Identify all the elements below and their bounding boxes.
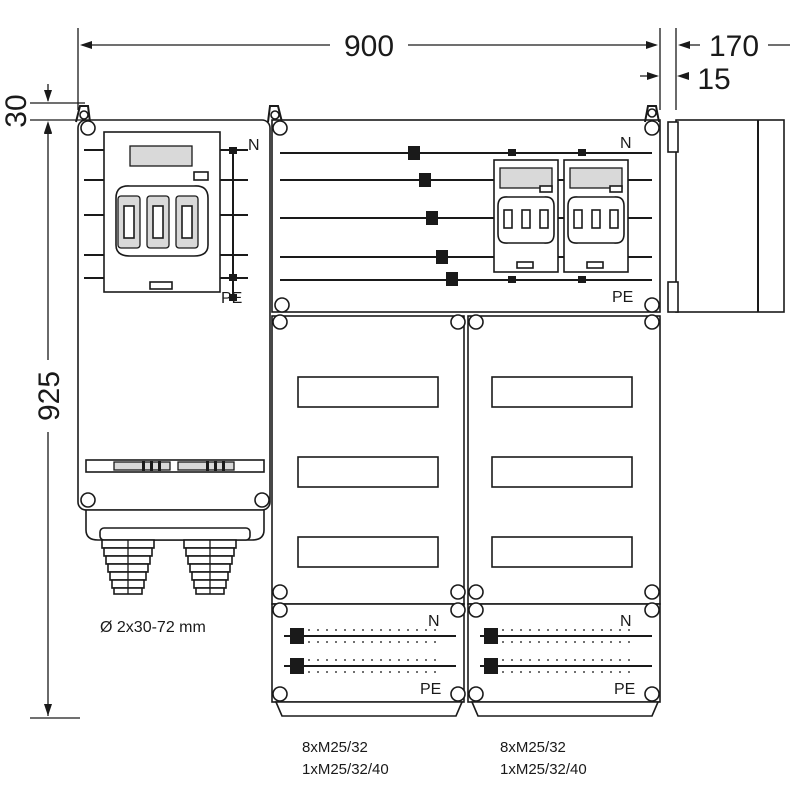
terminal-left-pe-label: PE [420,681,441,698]
top-neutral-label: N [620,135,632,152]
depth-dimension-label: 170 [709,30,759,63]
fuse-holder-1 [493,159,559,273]
main-fuse-switch [103,131,221,293]
cable-gland-housing [85,509,265,541]
top-pe-label: PE [612,289,633,306]
cable-gland-right [183,539,237,595]
cable-gland-left [101,539,155,595]
gland-spec-left-line1: 8xM25/32 [302,739,368,756]
fuse-holder-2 [563,159,629,273]
depth-offset-label: 15 [697,63,730,96]
terminal-panel-left [271,602,466,717]
meter-panel-right [467,314,661,605]
left-busbar-stubs [84,147,248,301]
meter-panel-left [271,314,466,605]
left-column: N PE [75,105,283,636]
terminal-right-neutral-label: N [620,613,632,630]
terminal-right-pe-label: PE [614,681,635,698]
left-terminal-strip [85,459,265,473]
gland-spec-left-line2: 1xM25/32/40 [302,761,389,778]
gland-spec-right-line1: 8xM25/32 [500,739,566,756]
gland-spec-captions: 8xM25/32 1xM25/32/40 8xM25/32 1xM25/32/4… [302,739,587,778]
left-neutral-label: N [248,137,260,154]
cable-entry-label: Ø 2x30-72 mm [100,619,206,636]
right-top-panel: N PE [271,105,661,313]
height-dimension-label: 925 [33,371,66,421]
terminal-left-neutral-label: N [428,613,440,630]
side-view [667,119,785,313]
dimension-labels: 900 170 15 925 30 [0,30,759,421]
left-pe-label: PE [221,290,242,307]
gland-spec-right-line2: 1xM25/32/40 [500,761,587,778]
terminal-panel-right [467,602,661,717]
width-dimension-label: 900 [344,30,394,63]
top-offset-label: 30 [0,94,33,127]
